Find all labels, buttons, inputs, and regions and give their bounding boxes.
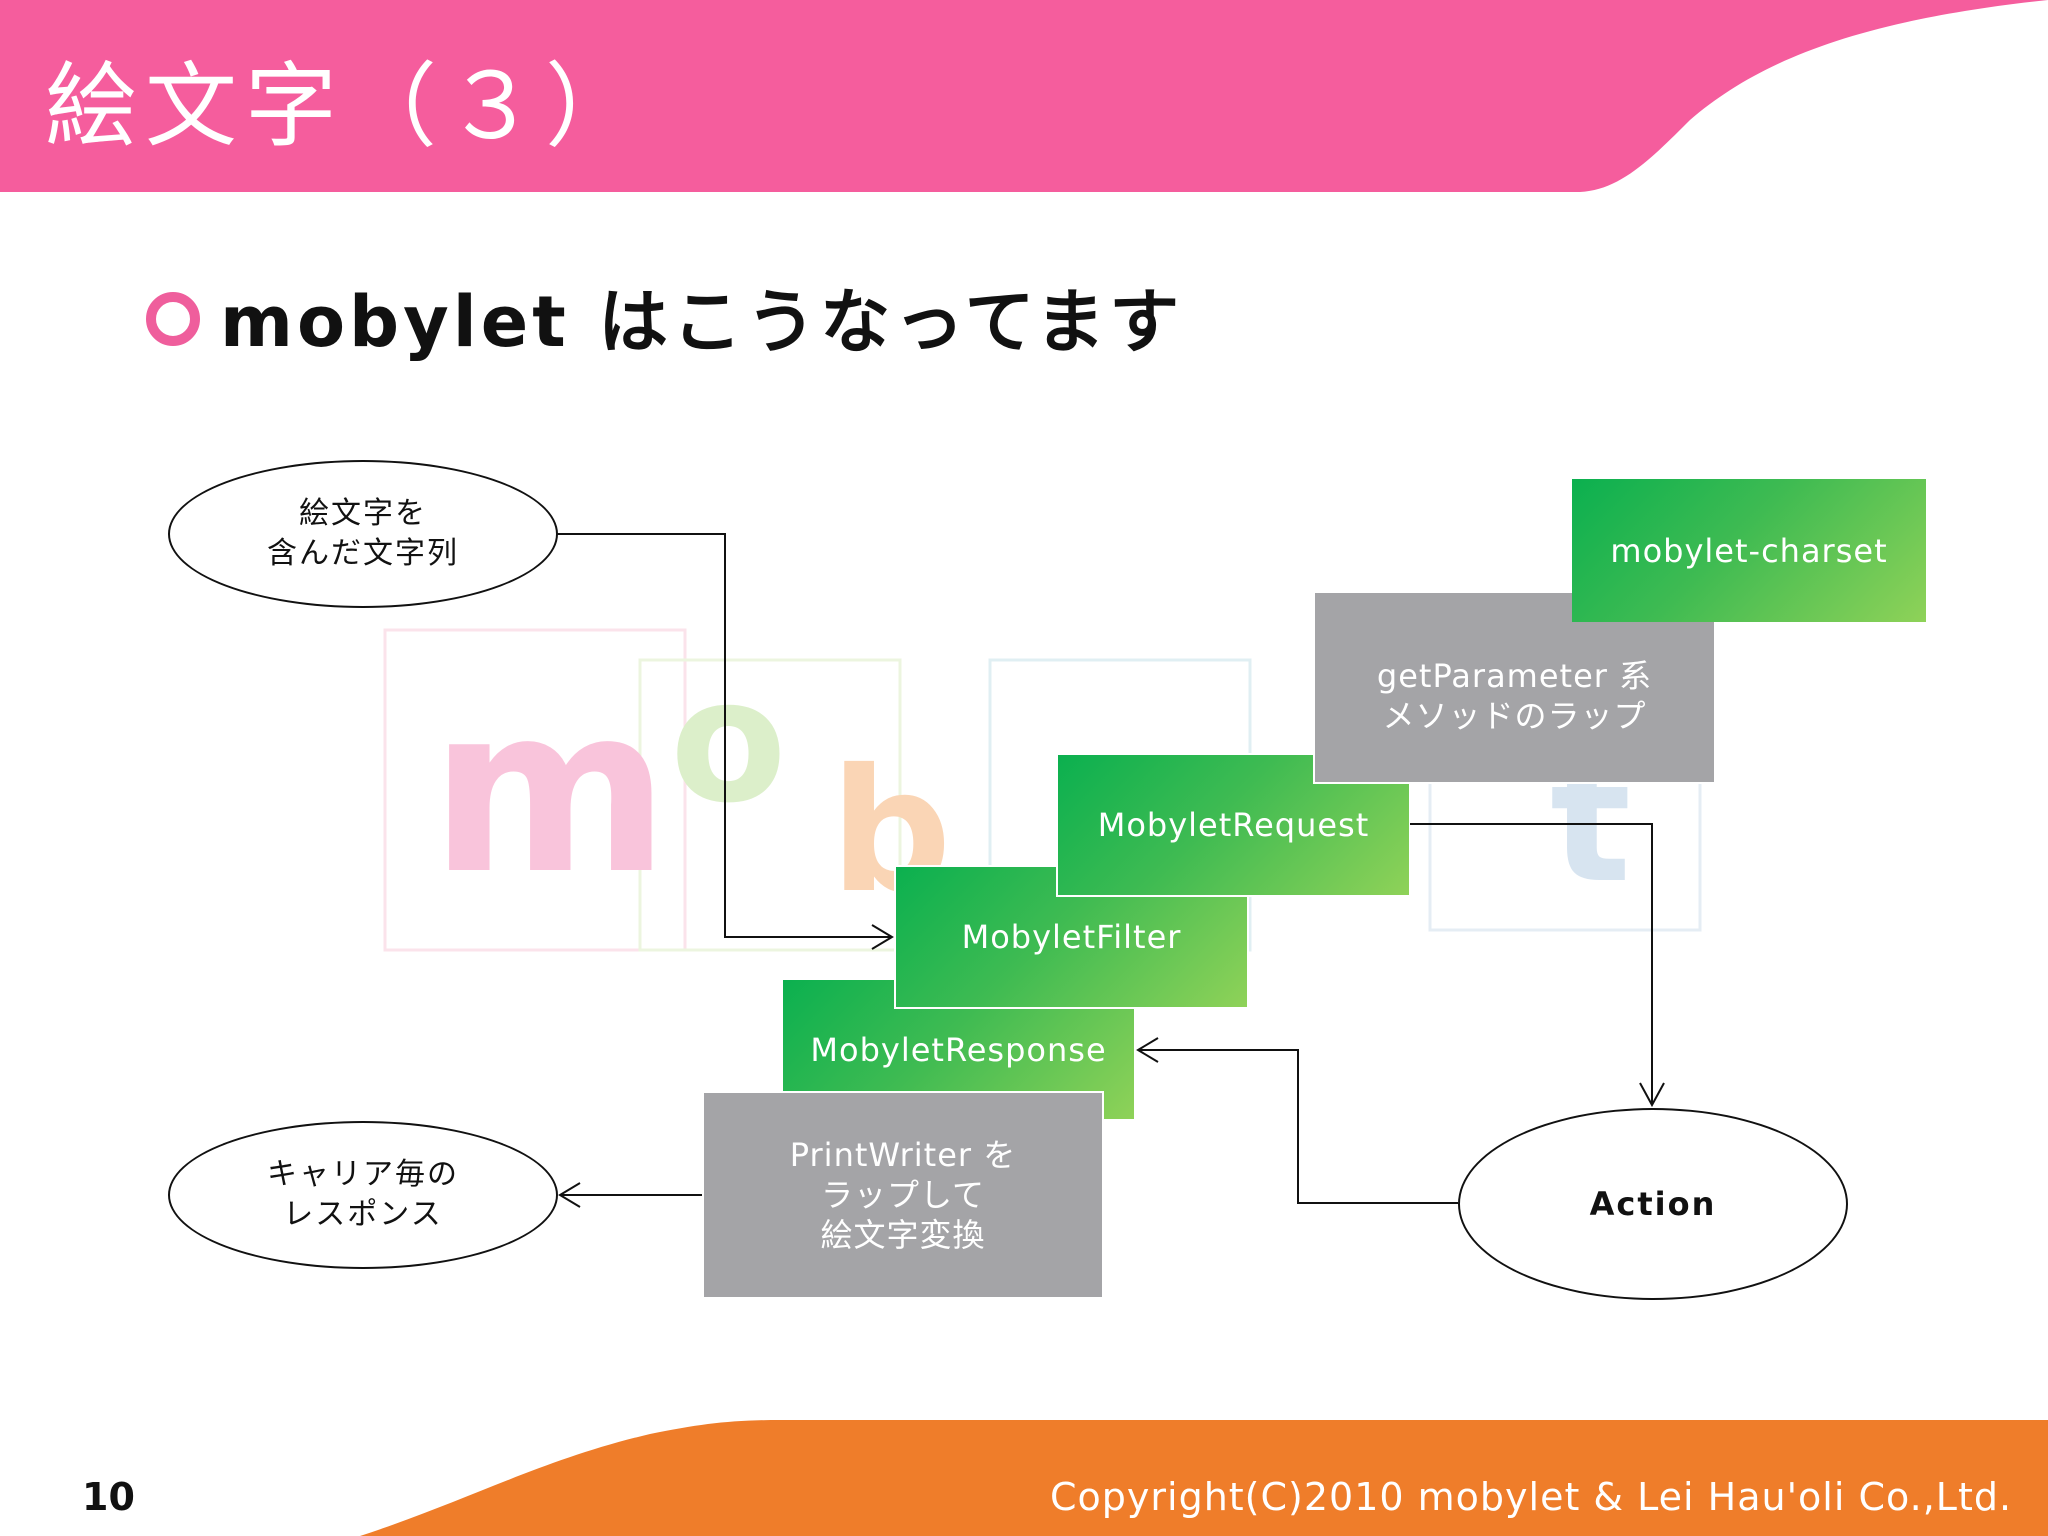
box-getparameter-wrap: getParameter 系 メソッドのラップ <box>1313 591 1716 784</box>
header-band <box>0 0 2048 192</box>
svg-text:m: m <box>430 658 670 925</box>
svg-text:o: o <box>670 643 787 841</box>
arrow-action-to-response <box>1138 1049 1458 1204</box>
slide-title: 絵文字（３） <box>45 53 646 160</box>
page-number: 10 <box>82 1475 135 1519</box>
copyright-text: Copyright(C)2010 mobylet & Lei Hau'oli C… <box>1050 1475 2013 1519</box>
arrow-head-action <box>1639 1082 1665 1108</box>
ellipse-action: Action <box>1458 1108 1848 1300</box>
arrow-head-response <box>1136 1037 1159 1063</box>
bullet-ring-icon <box>146 292 200 346</box>
ellipse-emoji-input: 絵文字を 含んだ文字列 <box>168 460 558 608</box>
footer-band <box>360 1420 2048 1536</box>
bullet-text: mobylet はこうなってます <box>220 281 1184 363</box>
box-printwriter-wrap: PrintWriter を ラップして 絵文字変換 <box>702 1091 1104 1299</box>
box-mobylet-charset: mobylet-charset <box>1572 479 1926 622</box>
ellipse-carrier-response: キャリア毎の レスポンス <box>168 1121 558 1269</box>
arrow-head-output <box>558 1182 581 1208</box>
